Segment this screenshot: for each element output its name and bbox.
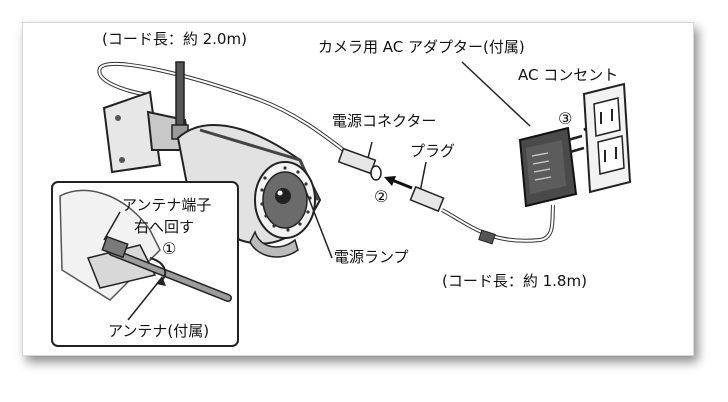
power-lamp-leader — [303, 185, 333, 259]
plug-label: プラグ — [410, 142, 456, 160]
power-connector-label: 電源コネクター — [332, 112, 437, 130]
power-connector-shape — [337, 147, 382, 181]
connector-leader — [367, 141, 373, 159]
antenna-terminal-label: アンテナ端子 — [122, 196, 212, 214]
cord-length-top-label: (コード長：約 2.0m) — [102, 30, 247, 48]
ac-adapter-shape — [518, 126, 585, 208]
ac-outlet-label: AC コンセント — [518, 66, 619, 84]
antenna-label: アンテナ(付属) — [108, 322, 210, 340]
step-3-marker: ③ — [558, 109, 573, 128]
camera-body — [176, 124, 322, 258]
adapter-leader — [461, 61, 531, 127]
cord-length-bottom-label: (コード長：約 1.8m) — [442, 272, 587, 290]
plug-leader — [419, 161, 427, 193]
wall-outlet-shape — [582, 82, 632, 194]
insert-arrow — [391, 178, 413, 190]
power-lamp-label: 電源ランプ — [334, 248, 409, 266]
turn-right-label: 右へ回す — [134, 218, 195, 236]
step-2-marker: ② — [374, 187, 389, 206]
adapter-cord — [441, 204, 555, 243]
ac-adapter-label: カメラ用 AC アダプター(付属) — [318, 38, 525, 56]
step-1-marker: ① — [162, 239, 177, 258]
antenna-inset — [51, 181, 239, 347]
plug-shape — [409, 185, 445, 213]
camera-antenna — [171, 61, 189, 140]
